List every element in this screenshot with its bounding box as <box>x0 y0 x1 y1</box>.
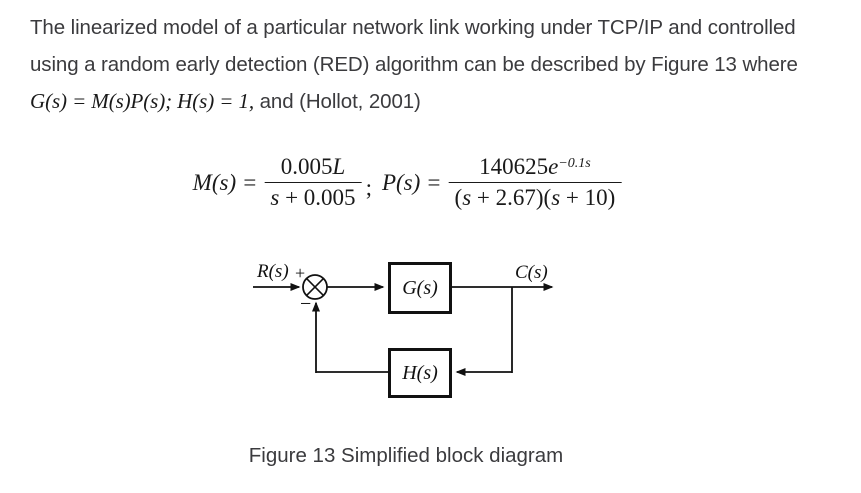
paragraph-line-1: The linearized model of a particular net… <box>30 16 796 39</box>
m-fraction-numerator: 0.005L <box>280 154 346 179</box>
intro-paragraph: The linearized model of a particular net… <box>30 9 842 120</box>
p-equation-lhs: P(s) = <box>381 169 442 195</box>
m-equation-fraction: 0.005L s + 0.005 <box>264 154 362 210</box>
block-diagram: G(s) H(s) R(s) C(s) + − <box>253 258 573 400</box>
diagram-wires <box>253 274 554 376</box>
feedback-block-label: H(s) <box>402 361 438 384</box>
paragraph-line-2: using a random early detection (RED) alg… <box>30 53 798 76</box>
input-signal-label: R(s) <box>257 261 289 282</box>
feedback-block: H(s) <box>388 348 452 398</box>
p-numerator-exponent: −0.1s <box>558 156 591 171</box>
summing-junction-cross-2 <box>306 278 324 296</box>
output-signal-label: C(s) <box>515 262 548 283</box>
inline-math-definitions: G(s) = M(s)P(s); H(s) = 1, <box>30 89 255 113</box>
m-fraction-denominator: s + 0.005 <box>264 182 362 210</box>
forward-block-label: G(s) <box>402 276 438 299</box>
m-equation-lhs: M(s) = <box>192 169 258 195</box>
sum-minus-sign: − <box>300 293 312 315</box>
paragraph-line-3-text: and (Hollot, 2001) <box>254 90 421 113</box>
figure-caption: Figure 13 Simplified block diagram <box>248 444 564 467</box>
paragraph-line-3: G(s) = M(s)P(s); H(s) = 1, and (Hollot, … <box>30 83 842 120</box>
p-fraction-numerator: 140625e−0.1s <box>479 154 591 179</box>
transfer-function-equation: M(s) = 0.005L s + 0.005 ; P(s) = 140625e… <box>193 155 622 210</box>
p-fraction-denominator: (s + 2.67)(s + 10) <box>448 182 622 210</box>
forward-block: G(s) <box>388 262 452 314</box>
p-equation-fraction: 140625e−0.1s (s + 2.67)(s + 10) <box>448 154 622 210</box>
sum-plus-sign: + <box>295 263 306 283</box>
equation-separator: ; <box>365 174 372 200</box>
